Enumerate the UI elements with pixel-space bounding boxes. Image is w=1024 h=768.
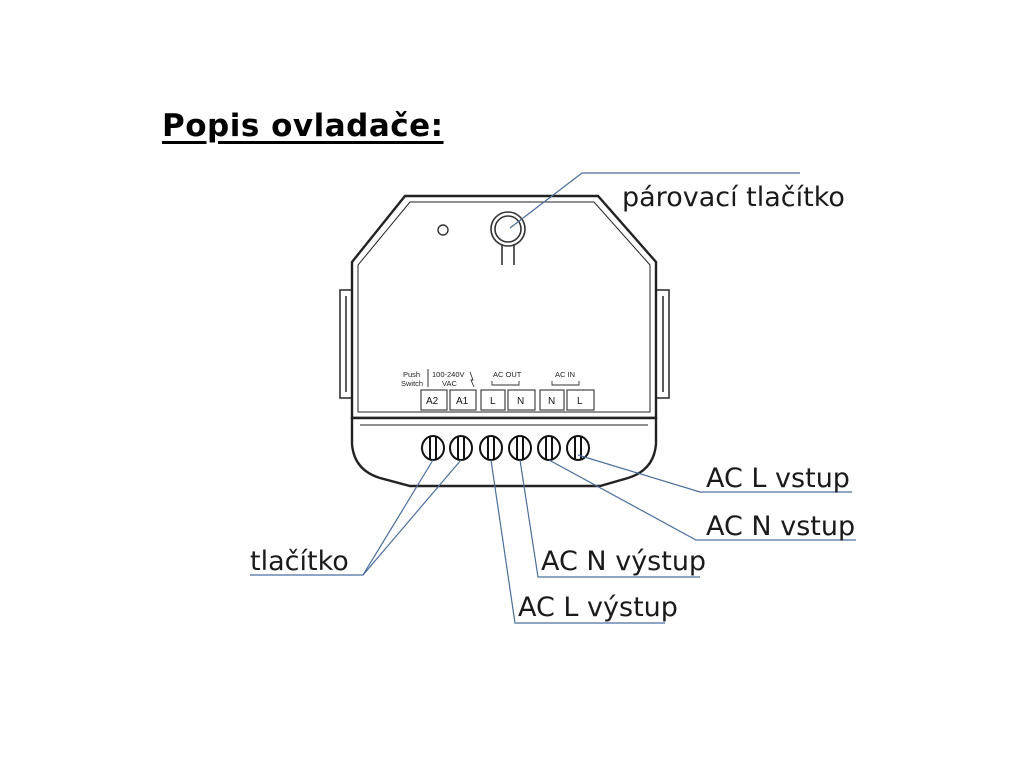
leader-ac-l-out <box>490 459 665 624</box>
leader-button-a2 <box>362 459 434 576</box>
screw-terminals <box>421 435 590 461</box>
push-switch-label-2: Switch <box>401 379 423 388</box>
leader-button-a1 <box>250 459 462 576</box>
page-title: Popis ovladače: <box>162 108 444 144</box>
voltage-label-2: VAC <box>442 379 457 388</box>
callout-button: tlačítko <box>250 546 349 577</box>
leader-lines <box>250 172 856 624</box>
screw-n-in <box>537 435 561 461</box>
terminal-n-out-label: N <box>517 396 524 407</box>
callout-ac-l-out: AC L výstup <box>518 592 678 623</box>
callout-ac-n-in: AC N vstup <box>706 511 855 542</box>
terminal-a1-label: A1 <box>456 396 469 407</box>
terminal-label-block: Push Switch 100-240V VAC AC OUT AC IN A2… <box>401 369 595 411</box>
terminal-n-in-label: N <box>548 396 555 407</box>
leader-ac-n-out <box>519 459 700 578</box>
screw-l-in <box>566 435 590 461</box>
terminal-l-in-label: L <box>577 396 583 407</box>
ac-in-label: AC IN <box>555 370 575 379</box>
screw-n-out <box>508 435 532 461</box>
callout-pairing-button: párovací tlačítko <box>622 182 845 213</box>
screw-a1 <box>449 435 473 461</box>
leader-ac-n-in <box>548 459 856 541</box>
led-indicator <box>437 224 449 236</box>
screw-a2 <box>421 435 445 461</box>
terminal-a2-label: A2 <box>426 396 439 407</box>
pairing-button <box>490 211 526 265</box>
leader-pairing-button <box>509 172 800 229</box>
voltage-label-1: 100-240V <box>432 370 465 379</box>
push-switch-label-1: Push <box>403 370 420 379</box>
device-housing <box>350 194 658 488</box>
terminal-l-out-label: L <box>490 396 496 407</box>
callout-ac-n-out: AC N výstup <box>541 546 706 577</box>
right-mount-tab <box>655 289 670 399</box>
ac-out-label: AC OUT <box>493 370 522 379</box>
callout-ac-l-in: AC L vstup <box>706 463 850 494</box>
leader-ac-l-in <box>577 454 852 493</box>
screw-l-out <box>479 435 503 461</box>
